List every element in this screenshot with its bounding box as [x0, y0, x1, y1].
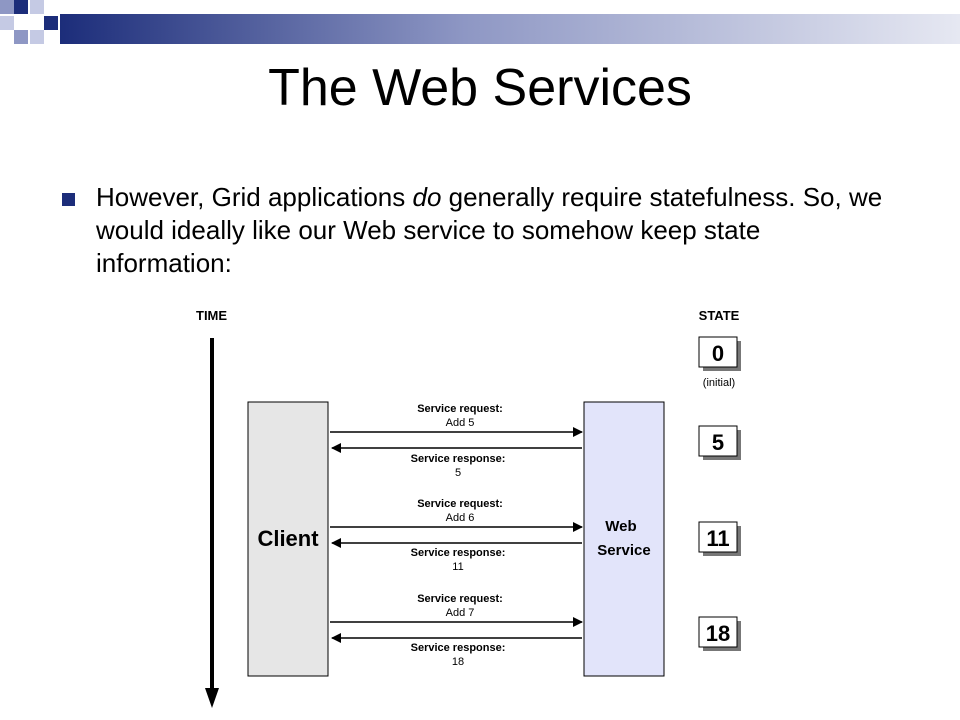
state-box: [698, 425, 738, 457]
request-title: Service request:: [417, 498, 503, 510]
message-exchange-2: Service request: Add 6 Service response:…: [330, 498, 583, 573]
corner-square: [14, 30, 28, 44]
slide-title: The Web Services: [268, 59, 692, 117]
message-exchange-1: Service request: Add 5 Service response:…: [330, 403, 583, 479]
title-bar-gradient: [60, 14, 960, 44]
state-box-4: 18: [698, 616, 741, 651]
response-title: Service response:: [411, 547, 506, 559]
request-value: Add 6: [446, 512, 475, 524]
state-value: 0: [712, 341, 724, 366]
bullet-text-before: However, Grid applications: [96, 182, 413, 212]
web-service-label-line2: Service: [597, 542, 650, 559]
corner-square: [30, 0, 44, 14]
state-value: 5: [712, 430, 724, 455]
response-value: 18: [452, 656, 464, 668]
bullet-text: However, Grid applications do generally …: [96, 181, 896, 280]
time-label: TIME: [196, 308, 227, 323]
bullet-text-emphasis: do: [412, 182, 442, 212]
time-arrow-head-icon: [205, 688, 219, 708]
bullet-text-after: generally require statefulness. So, we w…: [96, 182, 883, 278]
response-value: 11: [452, 561, 463, 573]
message-exchange-3: Service request: Add 7 Service response:…: [330, 593, 583, 668]
corner-square: [30, 30, 44, 44]
bullet-square-icon: [62, 193, 75, 206]
corner-square: [0, 0, 14, 14]
corner-square: [0, 16, 14, 30]
corner-square: [14, 0, 28, 14]
state-box-3: 11: [698, 521, 741, 556]
state-value: 18: [706, 621, 730, 646]
initial-note: (initial): [703, 377, 735, 389]
web-service-box: [583, 401, 665, 677]
request-title: Service request:: [417, 593, 503, 605]
response-title: Service response:: [411, 642, 506, 654]
state-label: STATE: [699, 308, 740, 323]
request-title: Service request:: [417, 403, 503, 415]
state-box: [698, 521, 738, 553]
state-box-initial: 0 (initial): [698, 336, 741, 389]
request-value: Add 5: [446, 417, 475, 429]
client-box: [247, 401, 329, 677]
state-box: [698, 616, 738, 648]
web-service-label-line1: Web: [605, 518, 636, 535]
response-title: Service response:: [411, 453, 506, 465]
state-box: [698, 336, 738, 368]
response-value: 5: [455, 467, 461, 479]
request-value: Add 7: [446, 607, 475, 619]
state-box-2: 5: [698, 425, 741, 460]
state-value: 11: [706, 526, 729, 551]
corner-square: [44, 16, 58, 30]
client-label: Client: [257, 526, 319, 551]
